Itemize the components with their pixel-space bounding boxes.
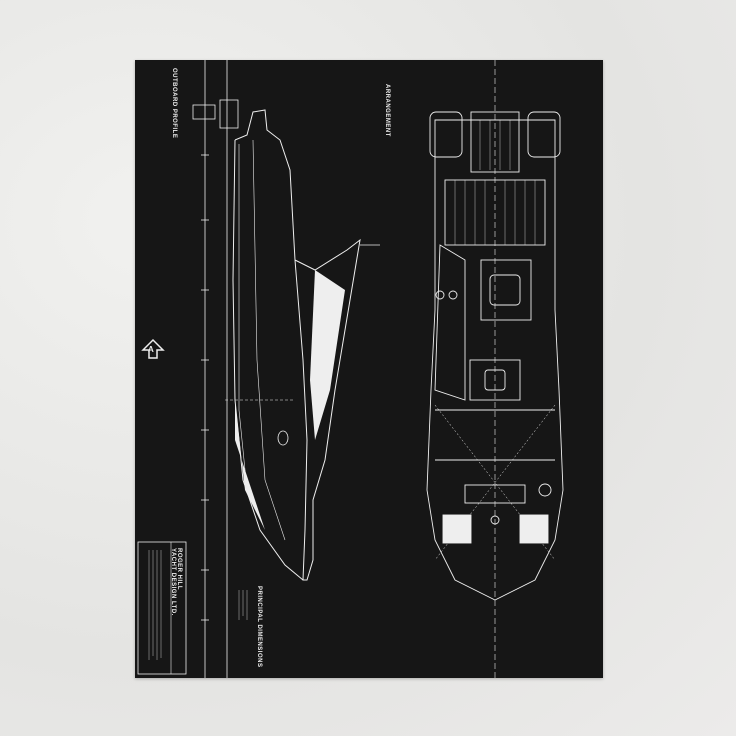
postcard: OUTBOARD PROFILE ARRANGEMENT ROGER HILL … bbox=[135, 60, 603, 678]
boat-blueprint bbox=[137, 60, 564, 678]
outboard-profile-drawing bbox=[192, 99, 380, 581]
company-name-line1: ROGER HILL bbox=[176, 548, 182, 590]
outboard-profile-label: OUTBOARD PROFILE bbox=[171, 68, 177, 139]
station-ticks bbox=[201, 154, 209, 621]
arrangement-plan-drawing bbox=[426, 111, 564, 601]
title-block-text-lines bbox=[148, 550, 248, 660]
principal-dimensions-label: PRINCIPAL DIMENSIONS bbox=[256, 586, 262, 668]
logo-letter: A bbox=[148, 345, 154, 354]
title-block bbox=[137, 541, 187, 675]
company-name-line2: YACHT DESIGN LTD. bbox=[170, 548, 176, 616]
arrangement-label: ARRANGEMENT bbox=[384, 84, 390, 137]
logo bbox=[141, 338, 165, 359]
